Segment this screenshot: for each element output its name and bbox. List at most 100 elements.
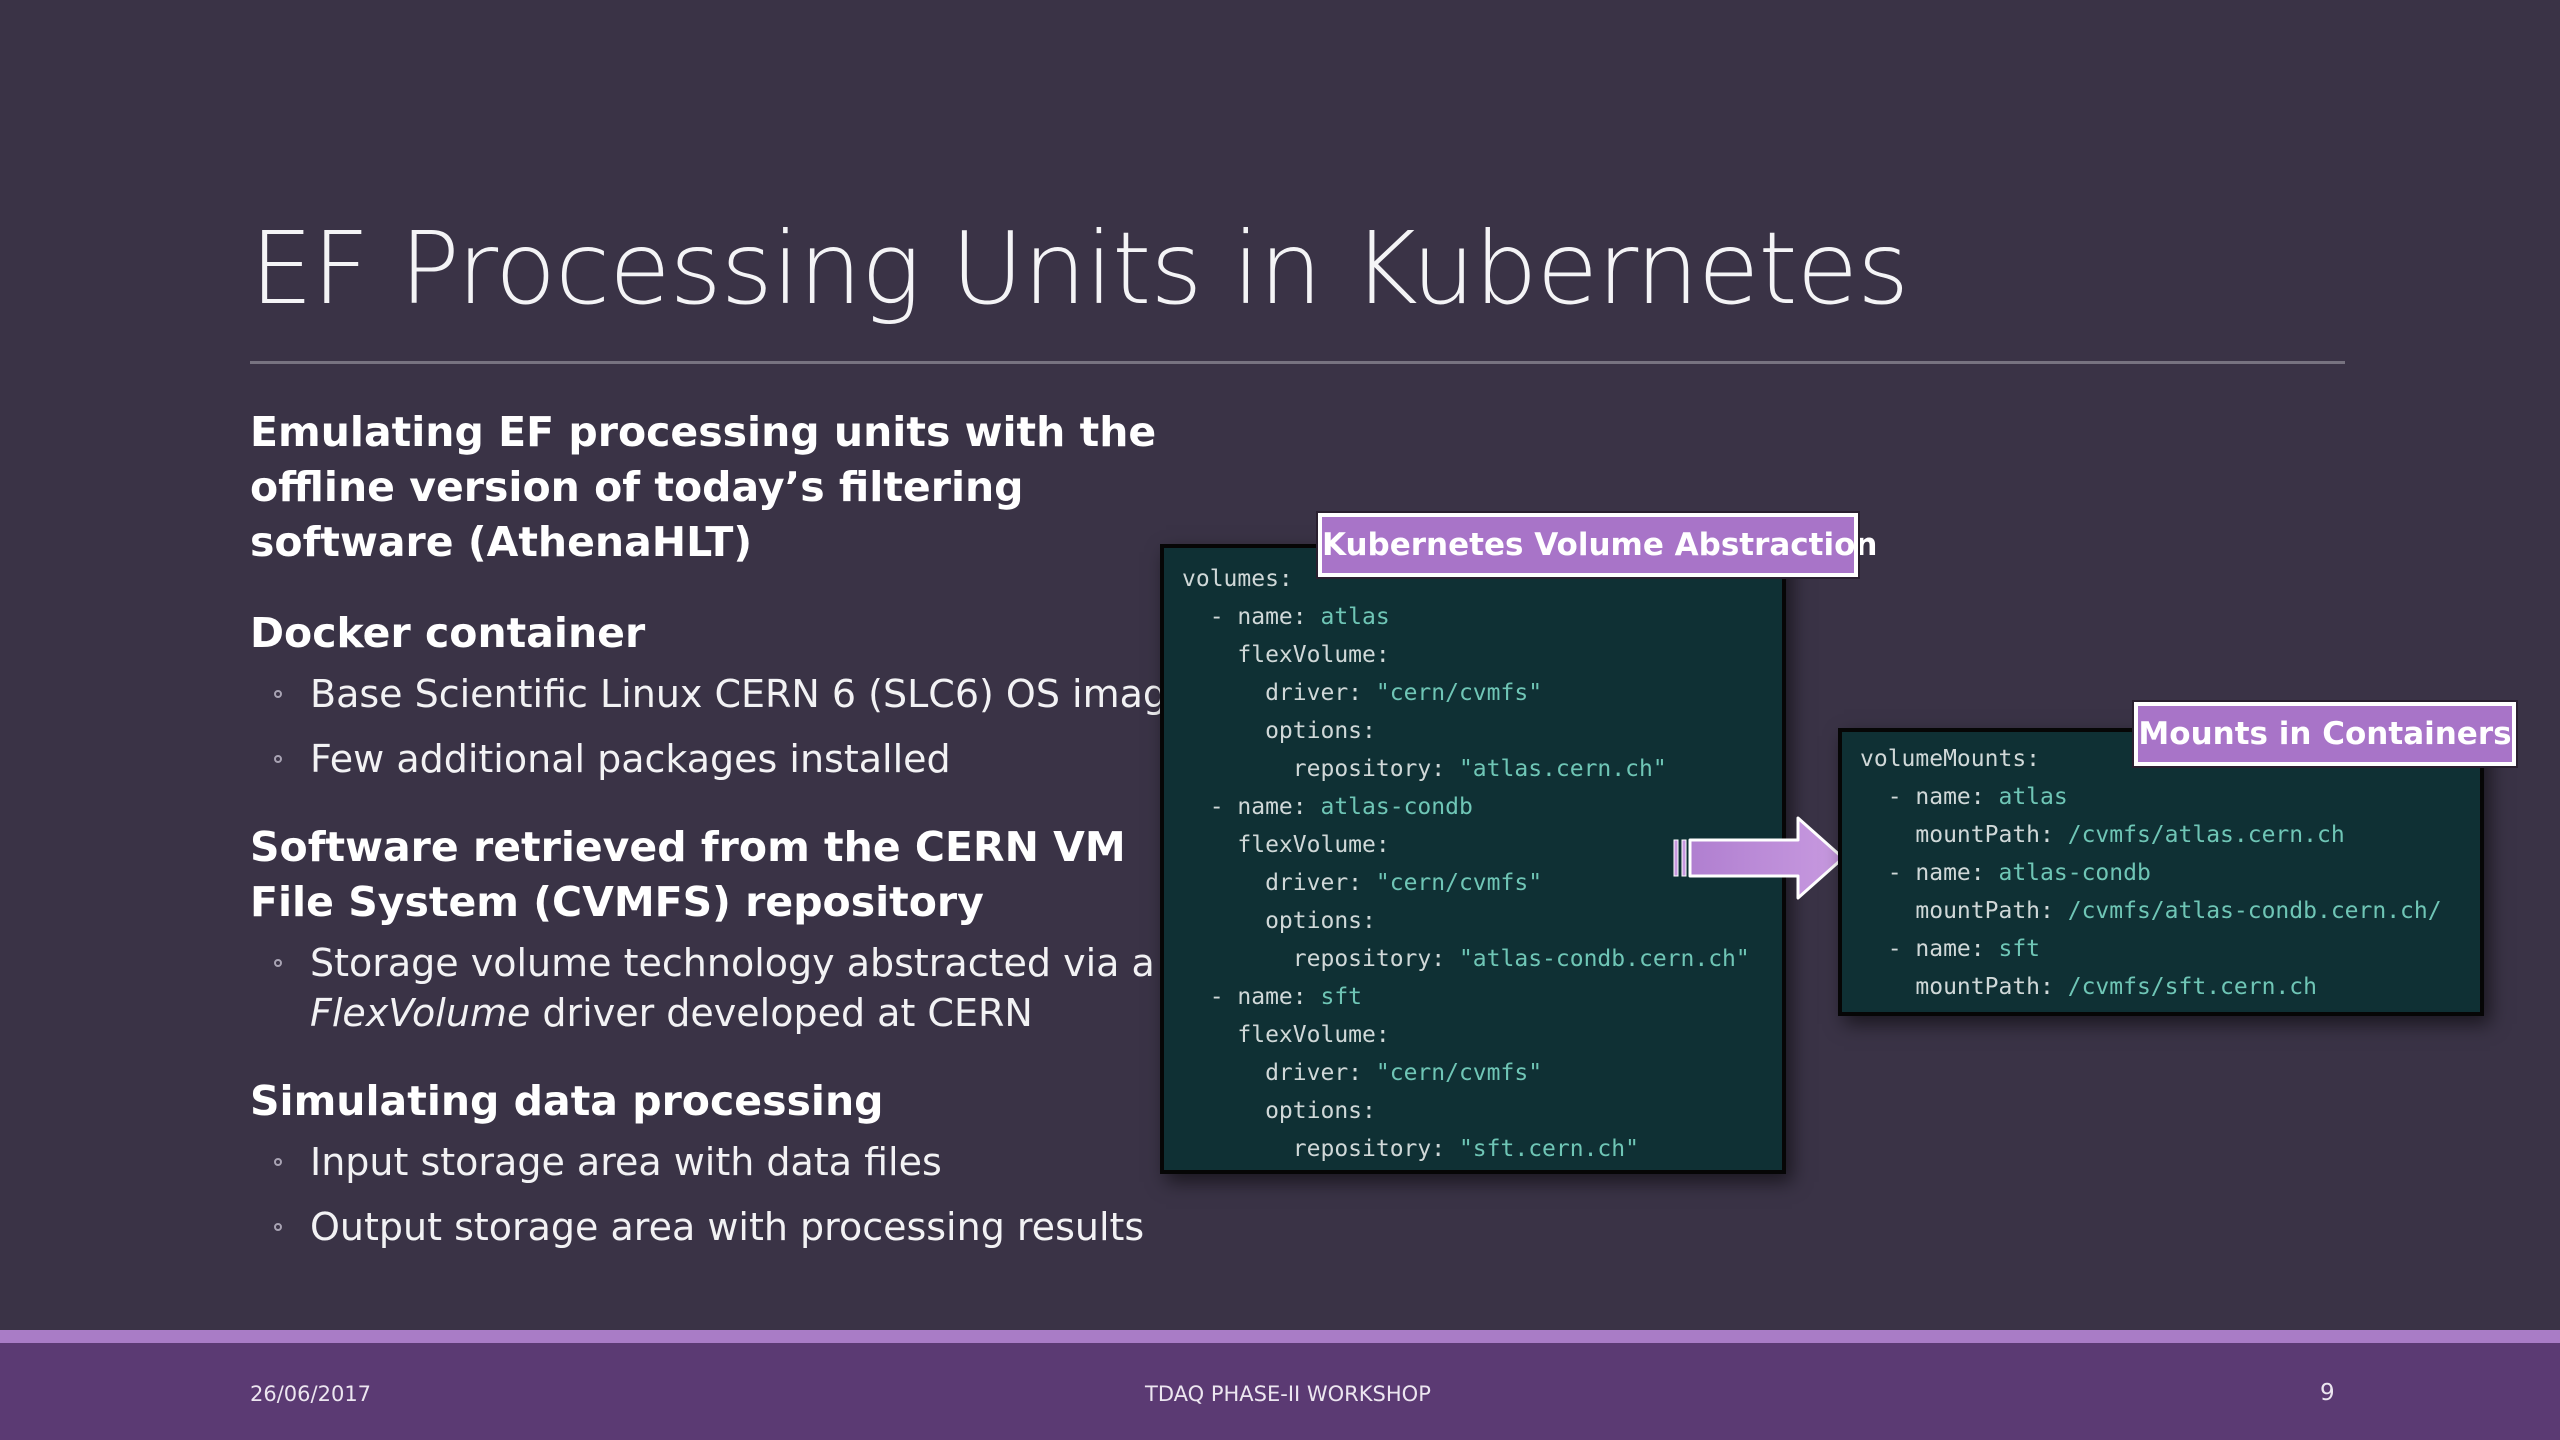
- code-key: mountPath:: [1860, 898, 2068, 924]
- code-key: - name:: [1860, 784, 1999, 810]
- code-value: atlas-condb: [1998, 860, 2151, 886]
- code-key: driver:: [1182, 1060, 1376, 1086]
- code-key: - name:: [1182, 794, 1321, 820]
- bullet-icon: [274, 690, 282, 698]
- code-key: volumeMounts:: [1860, 746, 2041, 772]
- section-heading: Simulating data processing: [250, 1077, 884, 1125]
- slide-content: Emulating EF processing units with the o…: [250, 405, 1190, 1288]
- section-cvmfs: Software retrieved from the CERN VM File…: [250, 820, 1170, 1038]
- code-key: flexVolume:: [1182, 1022, 1390, 1048]
- bullet-list: Input storage area with data files Outpu…: [250, 1137, 1170, 1252]
- code-line: volumeMounts:: [1860, 740, 2480, 778]
- volume-abstraction-label: Kubernetes Volume Abstraction: [1316, 511, 1878, 579]
- footer-band: [0, 1330, 2560, 1440]
- code-value: atlas: [1320, 604, 1390, 630]
- code-key: driver:: [1182, 680, 1376, 706]
- mounts-code-block: volumeMounts: - name: atlas mountPath: /…: [1838, 728, 2484, 1016]
- code-key: driver:: [1182, 870, 1376, 896]
- code-key: flexVolume:: [1182, 642, 1390, 668]
- code-key: volumes:: [1182, 566, 1293, 592]
- code-line: volumes:: [1182, 560, 1782, 598]
- bullet-item: Base Scientific Linux CERN 6 (SLC6) OS i…: [250, 669, 1190, 719]
- code-line: flexVolume:: [1182, 1016, 1782, 1054]
- code-line: mountPath: /cvmfs/atlas-condb.cern.ch/: [1860, 892, 2480, 930]
- mounts-in-containers-label: Mounts in Containers: [2132, 700, 2518, 768]
- bullet-text: Storage volume technology abstracted via…: [310, 941, 1155, 985]
- bullet-item: Input storage area with data files: [250, 1137, 1170, 1187]
- code-line: driver: "cern/cvmfs": [1182, 864, 1782, 902]
- section-heading: Software retrieved from the CERN VM File…: [250, 823, 1126, 926]
- code-line: - name: sft: [1182, 978, 1782, 1016]
- bullet-icon: [274, 1158, 282, 1166]
- code-line: repository: "atlas-condb.cern.ch": [1182, 940, 1782, 978]
- footer-event-name: TDAQ PHASE-II WORKSHOP: [1145, 1382, 1431, 1406]
- section-docker: Docker container Base Scientific Linux C…: [250, 606, 1190, 784]
- code-value: "cern/cvmfs": [1375, 1060, 1543, 1086]
- code-key: flexVolume:: [1182, 832, 1390, 858]
- footer-accent-stripe: [0, 1330, 2560, 1343]
- code-key: repository:: [1182, 946, 1459, 972]
- bullet-emphasis: FlexVolume: [310, 991, 531, 1035]
- code-key: mountPath:: [1860, 974, 2068, 1000]
- code-value: "sft.cern.ch": [1458, 1136, 1639, 1162]
- title-divider: [250, 361, 2345, 364]
- bullet-text: Output storage area with processing resu…: [310, 1205, 1145, 1249]
- bullet-icon: [274, 1223, 282, 1231]
- bullet-list: Storage volume technology abstracted via…: [250, 938, 1170, 1038]
- bullet-item: Few additional packages installed: [250, 734, 1170, 784]
- bullet-text: Base Scientific Linux CERN 6 (SLC6) OS i…: [310, 672, 1191, 716]
- section-emulating: Emulating EF processing units with the o…: [250, 405, 1170, 570]
- code-key: options:: [1182, 718, 1376, 744]
- code-line: options:: [1182, 902, 1782, 940]
- code-key: options:: [1182, 908, 1376, 934]
- code-line: - name: atlas-condb: [1182, 788, 1782, 826]
- section-heading: Docker container: [250, 609, 646, 657]
- code-line: options:: [1182, 1092, 1782, 1130]
- code-line: - name: atlas-condb: [1860, 854, 2480, 892]
- code-value: sft: [1320, 984, 1363, 1010]
- bullet-text-continued: driver developed at CERN: [530, 991, 1033, 1035]
- code-value: atlas-condb: [1320, 794, 1473, 820]
- code-value: /cvmfs/sft.cern.ch: [2067, 974, 2317, 1000]
- code-key: options:: [1182, 1098, 1376, 1124]
- code-line: repository: "sft.cern.ch": [1182, 1130, 1782, 1168]
- code-value: sft: [1998, 936, 2041, 962]
- section-simulating: Simulating data processing Input storage…: [250, 1074, 1170, 1252]
- page-number: 9: [2320, 1380, 2335, 1406]
- footer-date: 26/06/2017: [250, 1382, 372, 1406]
- code-key: - name:: [1860, 860, 1999, 886]
- code-key: - name:: [1860, 936, 1999, 962]
- code-line: - name: atlas: [1182, 598, 1782, 636]
- code-line: repository: "atlas.cern.ch": [1182, 750, 1782, 788]
- code-key: - name:: [1182, 984, 1321, 1010]
- code-value: "cern/cvmfs": [1375, 680, 1543, 706]
- code-line: driver: "cern/cvmfs": [1182, 674, 1782, 712]
- bullet-icon: [274, 959, 282, 967]
- code-line: mountPath: /cvmfs/atlas.cern.ch: [1860, 816, 2480, 854]
- code-value: "cern/cvmfs": [1375, 870, 1543, 896]
- code-line: mountPath: /cvmfs/sft.cern.ch: [1860, 968, 2480, 1006]
- section-heading: Emulating EF processing units with the o…: [250, 408, 1157, 566]
- slide-title: EF Processing Units in Kubernetes: [250, 210, 1909, 327]
- code-line: options:: [1182, 712, 1782, 750]
- code-value: "atlas.cern.ch": [1458, 756, 1667, 782]
- bullet-icon: [274, 755, 282, 763]
- code-key: repository:: [1182, 1136, 1459, 1162]
- code-line: flexVolume:: [1182, 826, 1782, 864]
- bullet-item: Output storage area with processing resu…: [250, 1202, 1170, 1252]
- code-line: flexVolume:: [1182, 636, 1782, 674]
- bullet-text: Input storage area with data files: [310, 1140, 942, 1184]
- code-value: atlas: [1998, 784, 2068, 810]
- code-value: "atlas-condb.cern.ch": [1458, 946, 1750, 972]
- bullet-text: Few additional packages installed: [310, 737, 951, 781]
- code-line: - name: atlas: [1860, 778, 2480, 816]
- code-line: - name: sft: [1860, 930, 2480, 968]
- code-key: repository:: [1182, 756, 1459, 782]
- code-value: /cvmfs/atlas.cern.ch: [2067, 822, 2345, 848]
- right-arrow-icon: [1673, 816, 1845, 900]
- code-value: /cvmfs/atlas-condb.cern.ch/: [2067, 898, 2442, 924]
- code-key: mountPath:: [1860, 822, 2068, 848]
- code-line: driver: "cern/cvmfs": [1182, 1054, 1782, 1092]
- bullet-item: Storage volume technology abstracted via…: [250, 938, 1170, 1038]
